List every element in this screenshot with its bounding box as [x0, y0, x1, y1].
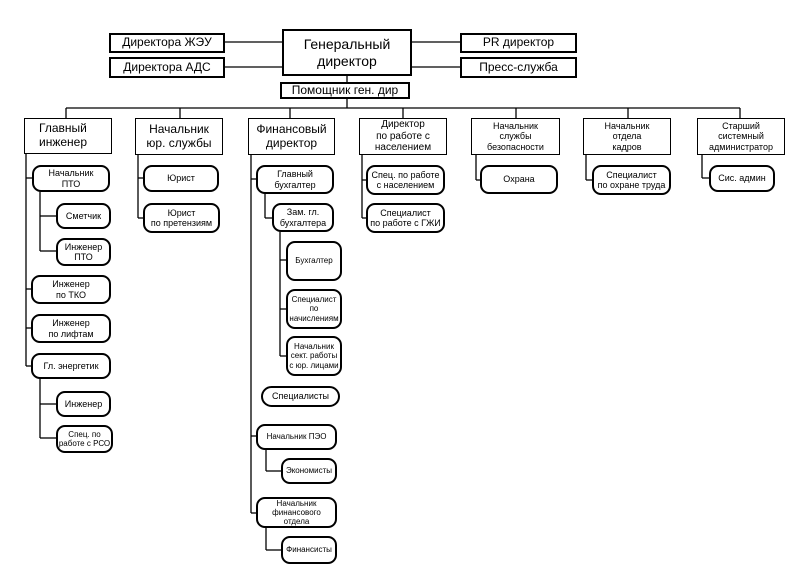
labor-safety-specialist-box: Специалист по охране труда: [592, 165, 671, 195]
engineer-box: Инженер: [56, 391, 111, 417]
peo-head-box: Начальник ПЭО: [256, 424, 337, 450]
economists-box: Экономисты: [281, 458, 337, 484]
press-service-box: Пресс-служба: [460, 57, 577, 78]
director-ads-box: Директора АДС: [109, 57, 225, 78]
lawyer-box: Юрист: [143, 165, 219, 192]
security-head-box: Начальник службы безопасности: [471, 118, 560, 155]
ceo-box: Генеральный директор: [282, 29, 412, 76]
fin-dept-head-box: Начальник финансового отдела: [256, 497, 337, 528]
accrual-specialist-box: Специалист по начислениям: [286, 289, 342, 329]
sysadmin-box: Сис. админ: [709, 165, 775, 192]
chief-accountant-box: Главный бухгалтер: [256, 165, 334, 194]
deputy-accountant-box: Зам. гл. бухгалтера: [272, 203, 334, 232]
tko-engineer-box: Инженер по ТКО: [31, 275, 111, 304]
lift-engineer-box: Инженер по лифтам: [31, 314, 111, 343]
specialists-box: Специалисты: [261, 386, 340, 407]
hr-head-box: Начальник отдела кадров: [583, 118, 671, 155]
accountant-box: Бухгалтер: [286, 241, 342, 281]
it-head-box: Старший системный администратор: [697, 118, 785, 155]
legal-head-box: Начальник юр. службы: [135, 118, 223, 155]
director-zheu-box: Директора ЖЭУ: [109, 33, 225, 53]
estimator-box: Сметчик: [56, 203, 111, 229]
chief-engineer-box: Главный инженер: [24, 118, 112, 154]
pto-head-box: Начальник ПТО: [32, 165, 110, 192]
financiers-box: Финансисты: [281, 536, 337, 564]
legal-entities-head-box: Начальник сект. работы с юр. лицами: [286, 336, 342, 376]
claims-lawyer-box: Юрист по претензиям: [143, 203, 220, 233]
guard-box: Охрана: [480, 165, 558, 194]
assistant-box: Помощник ген. дир: [280, 82, 410, 99]
pto-engineer-box: Инженер ПТО: [56, 238, 111, 266]
gzhi-specialist-box: Специалист по работе с ГЖИ: [366, 203, 445, 233]
population-director-box: Директор по работе с населением: [359, 118, 447, 155]
rso-specialist-box: Спец. по работе с РСО: [56, 425, 113, 453]
chief-power-engineer-box: Гл. энергетик: [31, 353, 111, 379]
population-specialist-box: Спец. по работе с населением: [366, 165, 445, 195]
pr-director-box: PR директор: [460, 33, 577, 53]
finance-director-box: Финансовый директор: [248, 118, 335, 155]
